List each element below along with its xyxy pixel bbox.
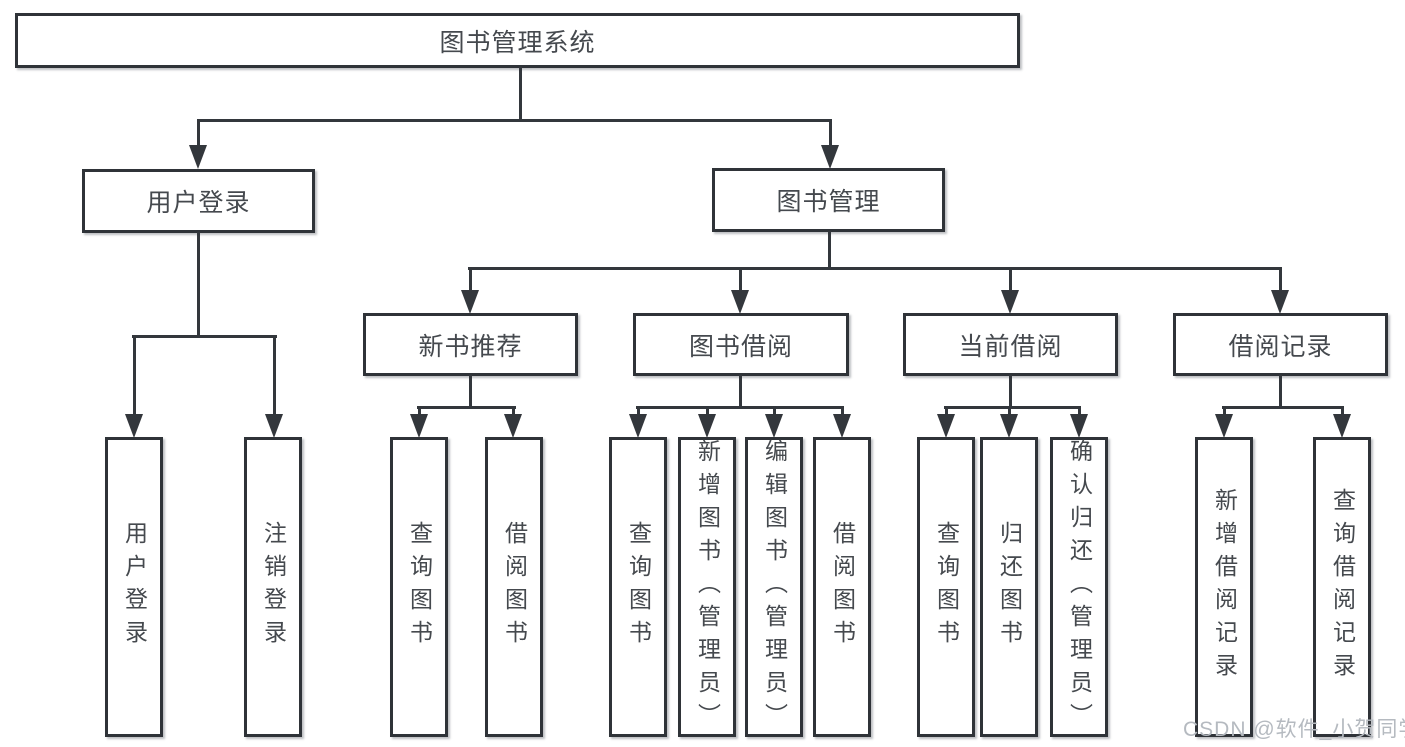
leaf-return-book: 归还图书 — [980, 437, 1038, 737]
arrow-line — [1341, 406, 1344, 417]
arrowhead-down-icon — [937, 414, 955, 438]
arrowhead-down-icon — [765, 414, 783, 438]
leaf-label: 查询图书 — [933, 521, 960, 653]
leaf-label: 查询借阅记录 — [1329, 488, 1356, 686]
node-root: 图书管理系统 — [15, 13, 1020, 68]
arrowhead-down-icon — [189, 145, 207, 169]
arrowhead-down-icon — [1000, 414, 1018, 438]
arrow-line — [469, 267, 472, 293]
connector-branch — [132, 335, 277, 338]
arrowhead-down-icon — [461, 290, 479, 314]
connector-stem — [1279, 375, 1282, 409]
arrowhead-down-icon — [1215, 414, 1233, 438]
leaf-label: 编辑图书（管理员） — [761, 438, 788, 736]
arrow-line — [706, 406, 709, 417]
arrow-line — [945, 406, 948, 417]
arrowhead-down-icon — [1070, 414, 1088, 438]
connector-stem — [1009, 375, 1012, 409]
arrowhead-down-icon — [504, 414, 522, 438]
connector-stem — [197, 232, 200, 337]
arrowhead-down-icon — [833, 414, 851, 438]
connector-stem — [469, 375, 472, 409]
arrowhead-down-icon — [1271, 290, 1289, 314]
connector-branch — [944, 406, 1081, 409]
leaf-label: 查询图书 — [625, 521, 652, 653]
csdn-watermark: CSDN @软件_小贺同学 — [1183, 718, 1405, 741]
connector-branch — [1222, 406, 1344, 409]
connector-branch — [197, 119, 831, 122]
arrow-line — [133, 335, 136, 415]
leaf-confirm-return-admin: 确认归还（管理员） — [1050, 437, 1108, 737]
connector-branch — [417, 406, 516, 409]
node-book-borrow: 图书借阅 — [633, 313, 849, 376]
leaf-query-books-current: 查询图书 — [917, 437, 975, 737]
arrow-line — [197, 119, 200, 148]
leaf-borrow-books-recommend: 借阅图书 — [485, 437, 543, 737]
arrow-line — [1223, 406, 1226, 417]
leaf-add-borrow-record: 新增借阅记录 — [1195, 437, 1253, 737]
arrow-line — [773, 406, 776, 417]
arrow-line — [841, 406, 844, 417]
node-user-login: 用户登录 — [82, 169, 315, 233]
node-book-management: 图书管理 — [712, 168, 945, 232]
arrow-line — [637, 406, 640, 417]
arrowhead-down-icon — [1333, 414, 1351, 438]
leaf-label: 借阅图书 — [829, 521, 856, 653]
leaf-label: 查询图书 — [406, 521, 433, 653]
connector-stem — [519, 67, 522, 122]
arrowhead-down-icon — [629, 414, 647, 438]
leaf-add-book-admin: 新增图书（管理员） — [678, 437, 736, 737]
arrow-line — [273, 335, 276, 415]
leaf-label: 归还图书 — [996, 521, 1023, 653]
leaf-query-borrow-record: 查询借阅记录 — [1313, 437, 1371, 737]
leaf-logout: 注销登录 — [244, 437, 302, 737]
arrowhead-down-icon — [731, 290, 749, 314]
arrow-line — [512, 406, 515, 417]
leaf-query-books-recommend: 查询图书 — [390, 437, 448, 737]
leaf-edit-book-admin: 编辑图书（管理员） — [745, 437, 803, 737]
arrowhead-down-icon — [265, 414, 283, 438]
leaf-label: 新增借阅记录 — [1211, 488, 1238, 686]
connector-stem — [739, 375, 742, 409]
arrowhead-down-icon — [1001, 290, 1019, 314]
connector-stem — [828, 231, 831, 270]
arrow-line — [418, 406, 421, 417]
arrow-line — [739, 267, 742, 293]
arrow-line — [1008, 406, 1011, 417]
arrow-line — [829, 119, 832, 148]
leaf-label: 用户登录 — [121, 521, 148, 653]
connector-branch — [468, 267, 1281, 270]
leaf-label: 确认归还（管理员） — [1066, 438, 1093, 736]
arrowhead-down-icon — [698, 414, 716, 438]
leaf-user-login: 用户登录 — [105, 437, 163, 737]
leaf-label: 新增图书（管理员） — [694, 438, 721, 736]
leaf-borrow-books: 借阅图书 — [813, 437, 871, 737]
arrowhead-down-icon — [410, 414, 428, 438]
leaf-label: 注销登录 — [260, 521, 287, 653]
node-new-book-recommend: 新书推荐 — [363, 313, 578, 376]
arrow-line — [1009, 267, 1012, 293]
arrow-line — [1078, 406, 1081, 417]
leaf-label: 借阅图书 — [501, 521, 528, 653]
arrowhead-down-icon — [125, 414, 143, 438]
leaf-query-books-borrow: 查询图书 — [609, 437, 667, 737]
node-current-borrow: 当前借阅 — [903, 313, 1118, 376]
connector-branch — [636, 406, 842, 409]
arrow-line — [1279, 267, 1282, 293]
node-borrow-records: 借阅记录 — [1173, 313, 1388, 376]
arrowhead-down-icon — [821, 145, 839, 169]
